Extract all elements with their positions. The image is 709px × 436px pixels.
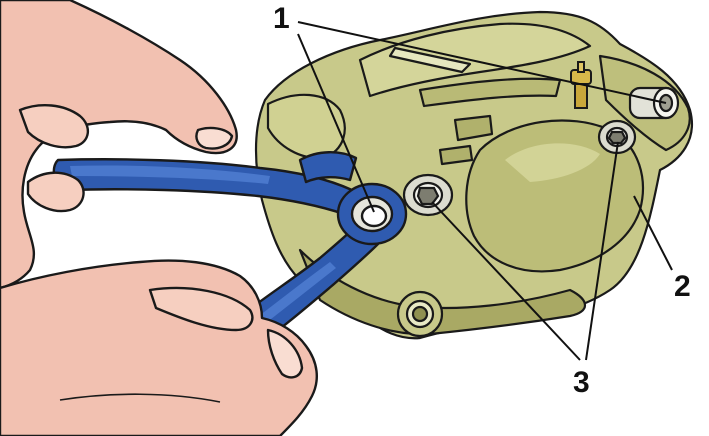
leader-lines — [297, 21, 673, 361]
callout-label-3: 3 — [573, 366, 590, 399]
guide-bolt-left — [402, 173, 454, 217]
leader-1-a — [297, 33, 375, 213]
callout-label-2: 2 — [674, 270, 691, 303]
leader-3-a — [431, 201, 581, 361]
bleeder-valve-icon — [570, 61, 592, 109]
leader-3-b — [585, 141, 619, 361]
leader-1-b — [297, 21, 667, 104]
leader-2 — [633, 195, 673, 271]
callout-label-1: 1 — [273, 2, 290, 35]
wrench-icon — [52, 151, 408, 350]
pin-right-upper — [628, 86, 680, 120]
hand-icon — [0, 0, 318, 436]
